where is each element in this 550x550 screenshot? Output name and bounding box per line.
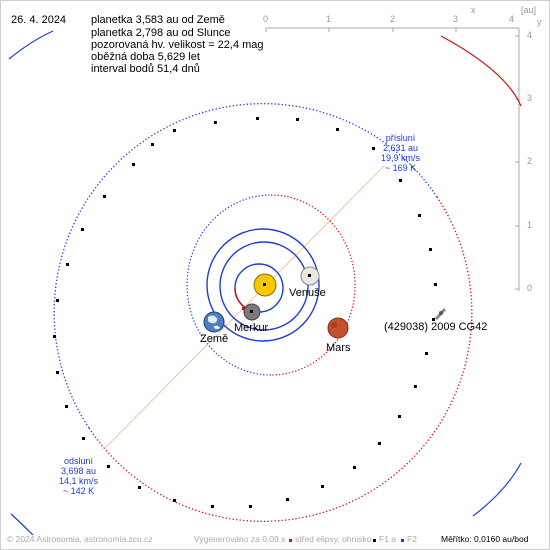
y-tick-3: 3 [527, 93, 533, 103]
y-axis-letter: y [537, 17, 542, 27]
info-line-period: oběžná doba 5,629 let [91, 51, 200, 63]
aphelion-label: odsluní 3,698 au 14,1 km/s ~ 142 K [59, 456, 98, 496]
y-tick-0: 0 [527, 283, 533, 293]
apsis-line [105, 165, 385, 448]
mars-orbit-blue [186, 194, 272, 376]
footer-legend-f1: F1 a [379, 534, 397, 544]
mars-orbit-red [270, 194, 356, 376]
x-tick-2: 2 [390, 14, 396, 24]
info-line-distance-sun: planetka 2,798 au od Slunce [91, 27, 231, 39]
info-line-magnitude: pozorovaná hv. velikost = 22,4 mag [91, 39, 264, 51]
venus-label: Venuše [289, 287, 326, 299]
x-axis-letter: x [471, 5, 476, 15]
perihelion-distance: 2,631 au [382, 143, 419, 153]
legend-center-marker [289, 539, 292, 542]
asteroid-interval-markers [53, 117, 437, 508]
legend-f1-marker [373, 539, 376, 542]
sun [253, 273, 277, 297]
aphelion-temp: ~ 142 K [62, 486, 95, 496]
venus [300, 266, 320, 286]
axis-unit: [au] [521, 5, 537, 15]
x-tick-4: 4 [509, 14, 515, 24]
perihelion-temp: ~ 169 K [384, 163, 417, 173]
earth [203, 311, 225, 333]
footer-legend-center: střed elipsy, ohnisko [295, 534, 372, 544]
x-tick-3: 3 [453, 14, 459, 24]
mercury-label: Merkur [234, 322, 269, 334]
mars-label: Mars [326, 342, 351, 354]
footer-generated: Vygenerováno za 0,09 s [194, 534, 286, 544]
asteroid-orbit-north [53, 103, 438, 429]
info-line-interval: interval bodů 51,4 dnů [91, 63, 200, 75]
y-tick-1: 1 [527, 220, 533, 230]
aphelion-speed: 14,1 km/s [59, 476, 99, 486]
footer-credit: © 2024 Astronomia, astronomia.zcu.cz [7, 534, 153, 544]
x-tick-0: 0 [263, 14, 269, 24]
x-tick-1: 1 [326, 14, 332, 24]
mars [327, 317, 349, 339]
asteroid [434, 307, 447, 321]
perihelion-speed: 19,9 km/s [381, 153, 421, 163]
legend-f2-marker [401, 539, 404, 542]
outer-orbit-arc-right [440, 35, 522, 107]
venus-orbit [219, 241, 309, 331]
aphelion-title: odsluní [63, 456, 94, 466]
outer-orbit-arc-top-left [8, 30, 54, 60]
outer-orbit-arc-bottom-right [472, 462, 522, 517]
aphelion-distance: 3,698 au [60, 466, 97, 476]
y-tick-4: 4 [527, 30, 533, 40]
earth-orbit [206, 228, 320, 342]
y-tick-2: 2 [527, 156, 533, 166]
asteroid-label: (429038) 2009 CG42 [384, 321, 488, 333]
earth-label: Země [200, 333, 229, 345]
footer-scale: Měřítko: 0,0160 au/bod [441, 534, 529, 544]
perihelion-title: přísluní [385, 133, 416, 143]
perihelion-label: přísluní 2,631 au 19,9 km/s ~ 169 K [381, 133, 420, 173]
coordinate-axes [265, 27, 520, 291]
date-label: 26. 4. 2024 [11, 14, 67, 26]
outer-orbit-arc-bottom-left [10, 513, 34, 536]
info-line-distance-earth: planetka 3,583 au od Země [91, 14, 225, 26]
footer-legend-f2: F2 [407, 534, 417, 544]
mercury [242, 303, 261, 321]
